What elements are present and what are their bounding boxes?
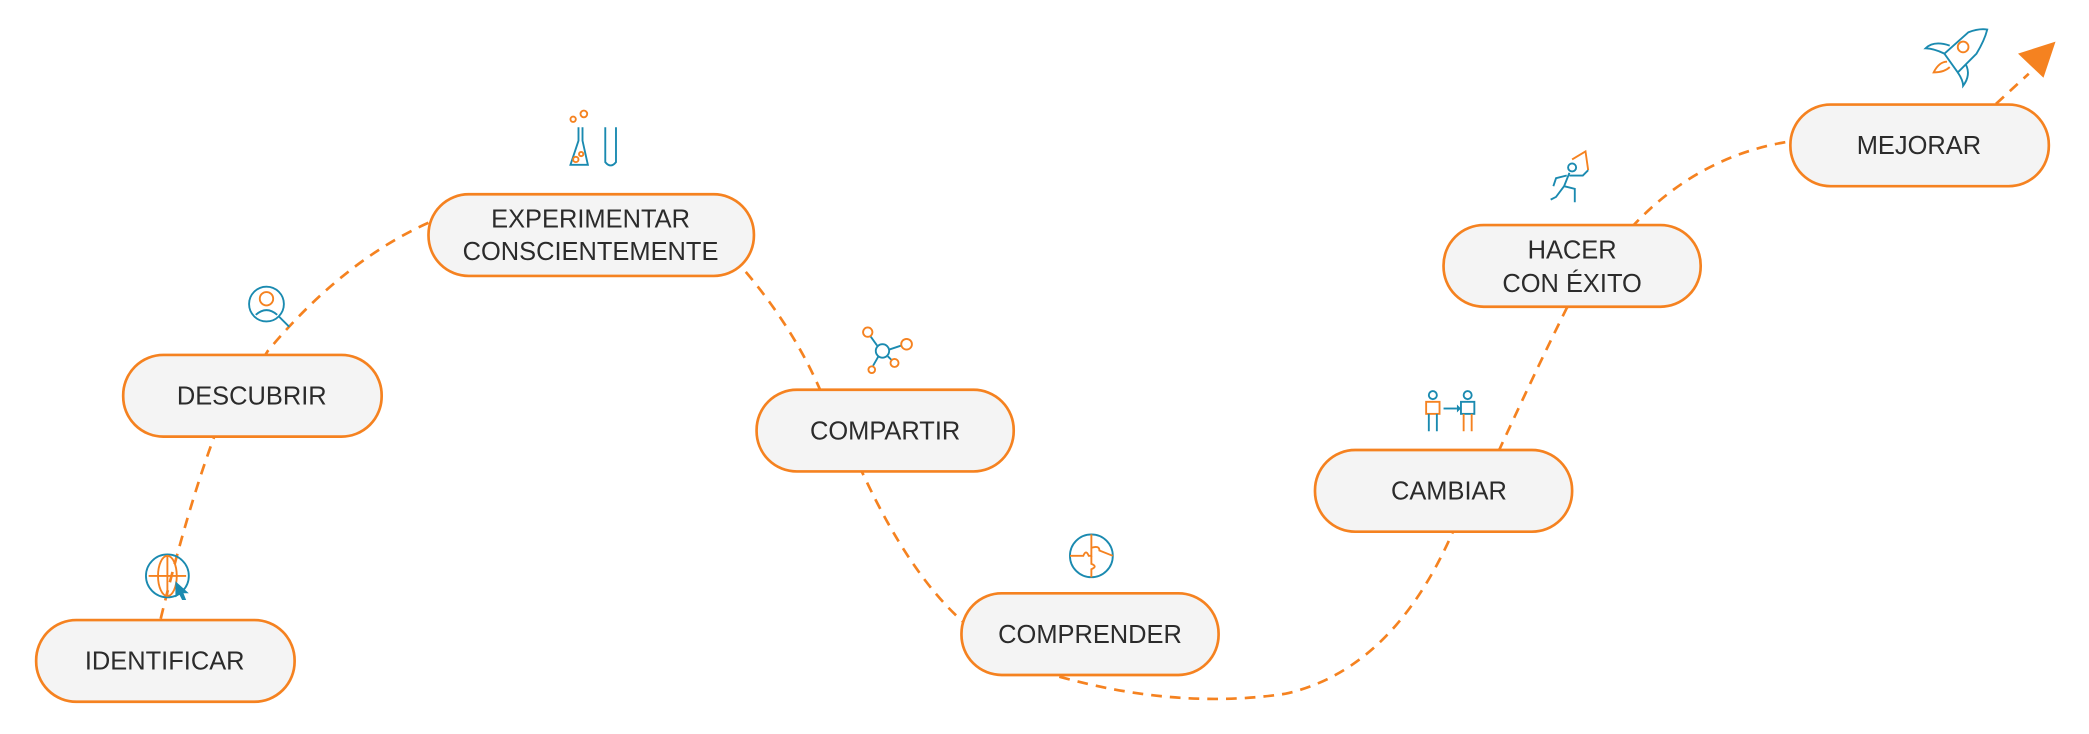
step-identificar: IDENTIFICAR: [34, 618, 296, 704]
step-mejorar: MEJORAR: [1789, 103, 2051, 188]
step-experimentar: EXPERIMENTAR CONSCIENTEMENTE: [427, 192, 756, 278]
step-label: CON ÉXITO: [1502, 269, 1641, 298]
step-label: CONSCIENTEMENTE: [463, 238, 719, 266]
step-cambiar: CAMBIAR: [1313, 448, 1574, 534]
step-comprender: COMPRENDER: [960, 591, 1220, 677]
step-label: IDENTIFICAR: [85, 648, 245, 676]
step-label: HACER: [1528, 237, 1617, 265]
step-descubrir: DESCUBRIR: [121, 353, 383, 438]
rocket-icon: [1923, 28, 1989, 89]
step-label: COMPRENDER: [998, 621, 1182, 649]
dashed-path: [159, 72, 2030, 701]
step-hacer: HACER CON ÉXITO: [1442, 223, 1702, 309]
people-change-icon: [1425, 390, 1476, 432]
globe-cursor-icon: [145, 553, 190, 601]
step-label: DESCUBRIR: [177, 382, 327, 410]
step-label: CAMBIAR: [1391, 478, 1507, 506]
step-label: MEJORAR: [1857, 132, 1981, 160]
step-label: COMPARTIR: [810, 417, 960, 445]
runner-flag-icon: [1550, 149, 1590, 203]
puzzle-globe-icon: [1069, 533, 1114, 579]
arrow-head-icon: [2018, 41, 2056, 78]
flask-icon: [569, 109, 617, 167]
network-icon: [862, 326, 913, 374]
step-compartir: COMPARTIR: [755, 388, 1016, 473]
step-label: EXPERIMENTAR: [491, 206, 690, 234]
person-search-icon: [248, 285, 290, 328]
